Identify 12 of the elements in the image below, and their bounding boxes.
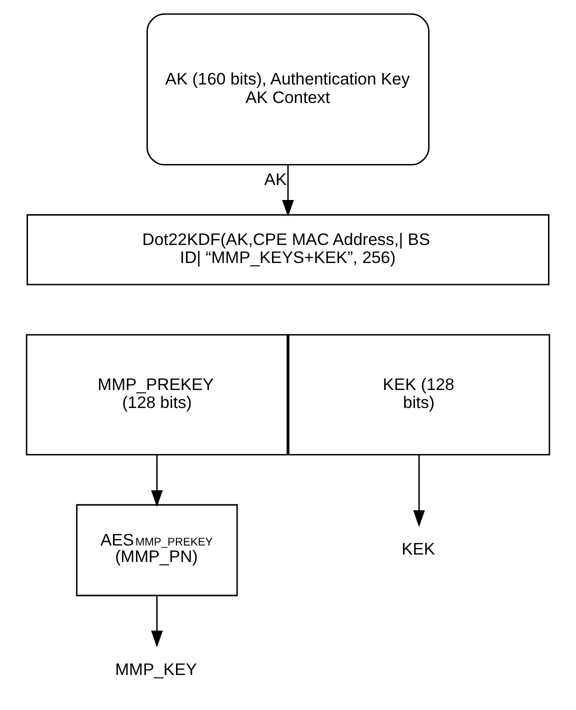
arrow — [413, 454, 425, 527]
node-box: KEK (128 bits) — [288, 334, 550, 456]
node-box: AK (160 bits), Authentication Key AK Context — [146, 13, 430, 166]
node-text: MMP_KEY — [115, 660, 197, 680]
node-box: AESMMP_PREKEY (MMP_PN) — [76, 504, 238, 596]
arrow — [282, 164, 294, 217]
node-box: MMP_PREKEY (128 bits) — [26, 334, 288, 456]
arrow — [151, 454, 163, 507]
node-box: Dot22KDF(AK,CPE MAC Address,| BS ID| “MMP_KEYS+KEK”, 256) — [26, 214, 550, 286]
arrow — [151, 596, 163, 648]
node-text: KEK — [402, 540, 436, 559]
edge-label: AK — [264, 170, 287, 189]
